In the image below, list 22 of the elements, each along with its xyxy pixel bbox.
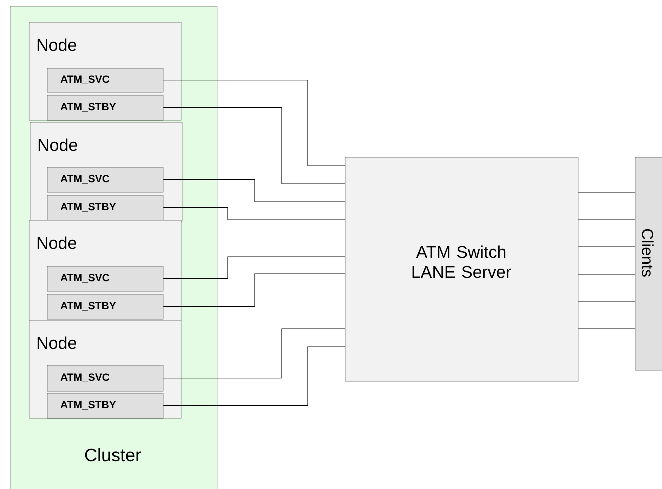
port-box: ATM_STBY: [47, 393, 164, 419]
clients-bar: Clients: [635, 157, 662, 371]
port-box: ATM_STBY: [47, 294, 164, 320]
port-box: ATM_STBY: [47, 95, 164, 121]
connector-line: [163, 346, 346, 406]
connector-line: [163, 180, 346, 202]
switch-box: ATM Switch LANE Server: [345, 157, 579, 382]
connector-line: [163, 328, 346, 379]
connector-line: [578, 246, 636, 248]
port-box: ATM_SVC: [47, 167, 164, 193]
connector-line: [163, 274, 346, 308]
connector-line: [578, 274, 636, 276]
port-box: ATM_SVC: [47, 365, 164, 392]
connector-line: [163, 256, 346, 280]
connector-line: [578, 328, 636, 330]
port-box: ATM_STBY: [47, 195, 164, 221]
connector-line: [163, 208, 346, 220]
connector-line: [163, 80, 346, 166]
port-box: ATM_SVC: [47, 266, 164, 292]
connector-line: [578, 192, 636, 194]
port-box: ATM_SVC: [47, 68, 164, 93]
connector-line: [163, 108, 346, 184]
